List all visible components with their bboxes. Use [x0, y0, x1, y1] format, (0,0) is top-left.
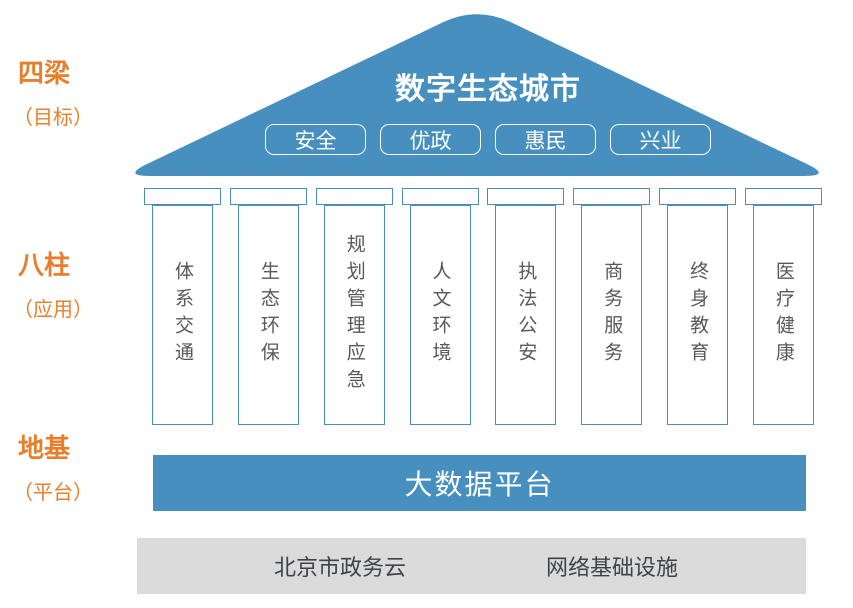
pillar-body: 生态环保: [237, 205, 299, 425]
side-label-beams: 四梁 （目标）: [13, 58, 93, 130]
goal-pill-industry: 兴业: [610, 124, 711, 155]
side-label-pillars: 八柱 （应用）: [13, 250, 93, 322]
side-label-pillars-sub: （应用）: [13, 299, 93, 321]
pillar-capital: [401, 188, 479, 205]
goal-row: 安全 优政 惠民 兴业: [265, 124, 711, 155]
pillar-body: 终身教育: [667, 205, 729, 425]
pillar-label: 执法公安: [515, 261, 537, 369]
platform-bar-label: 大数据平台: [404, 469, 555, 500]
pillar-humanities: 人文环境: [401, 188, 479, 425]
pillar-label: 生态环保: [257, 261, 279, 369]
side-label-beams-sub: （目标）: [13, 107, 93, 129]
side-label-beams-main: 四梁: [18, 58, 71, 88]
pillar-body: 医疗健康: [752, 205, 814, 425]
roof-shape: [135, 14, 819, 177]
pillar-transport: 体系交通: [144, 188, 221, 425]
pillar-label: 商务服务: [601, 261, 623, 369]
pillar-body: 商务服务: [581, 205, 643, 425]
pillar-body: 人文环境: [409, 205, 471, 425]
side-label-foundation: 地基 （平台）: [13, 433, 93, 505]
side-label-foundation-sub: （平台）: [13, 482, 93, 504]
pillar-label: 体系交通: [172, 261, 193, 369]
pillar-health: 医疗健康: [744, 188, 822, 425]
pillar-capital: [487, 188, 565, 205]
side-label-pillars-main: 八柱: [18, 250, 71, 280]
pillar-ecology: 生态环保: [229, 188, 307, 425]
roof-triangle: [135, 14, 819, 177]
pillar-label: 终身教育: [687, 261, 709, 369]
roof-title: 数字生态城市: [395, 73, 581, 106]
pillar-label: 医疗健康: [772, 261, 794, 369]
side-label-foundation-main: 地基: [18, 433, 71, 463]
pillar-law-enforcement: 执法公安: [487, 188, 565, 425]
pillar-label: 规划管理应急: [343, 234, 365, 396]
pillar-commerce: 商务服务: [573, 188, 651, 425]
goal-pill-governance: 优政: [380, 124, 481, 155]
pillar-capital: [229, 188, 307, 205]
pillar-capital: [315, 188, 393, 205]
platform-bar: 大数据平台: [153, 455, 806, 511]
pillar-body: 执法公安: [495, 205, 557, 425]
pillar-row: 体系交通 生态环保 规划管理应急 人文环境 执法公安: [144, 188, 822, 425]
pillar-capital: [144, 188, 221, 205]
infra-item-gov-cloud: 北京市政务云: [273, 555, 407, 580]
goal-pill-safety: 安全: [265, 124, 366, 155]
infra-item-network: 网络基础设施: [545, 555, 679, 580]
pillar-education: 终身教育: [659, 188, 737, 425]
pillar-label: 人文环境: [429, 261, 451, 369]
pillar-planning-emergency: 规划管理应急: [315, 188, 393, 425]
pillar-body: 体系交通: [152, 205, 213, 425]
infrastructure-bar: 北京市政务云 网络基础设施: [137, 538, 806, 594]
pillar-body: 规划管理应急: [323, 205, 385, 425]
goal-pill-welfare: 惠民: [495, 124, 596, 155]
pillar-capital: [573, 188, 651, 205]
pillar-capital: [659, 188, 737, 205]
pillar-capital: [744, 188, 822, 205]
